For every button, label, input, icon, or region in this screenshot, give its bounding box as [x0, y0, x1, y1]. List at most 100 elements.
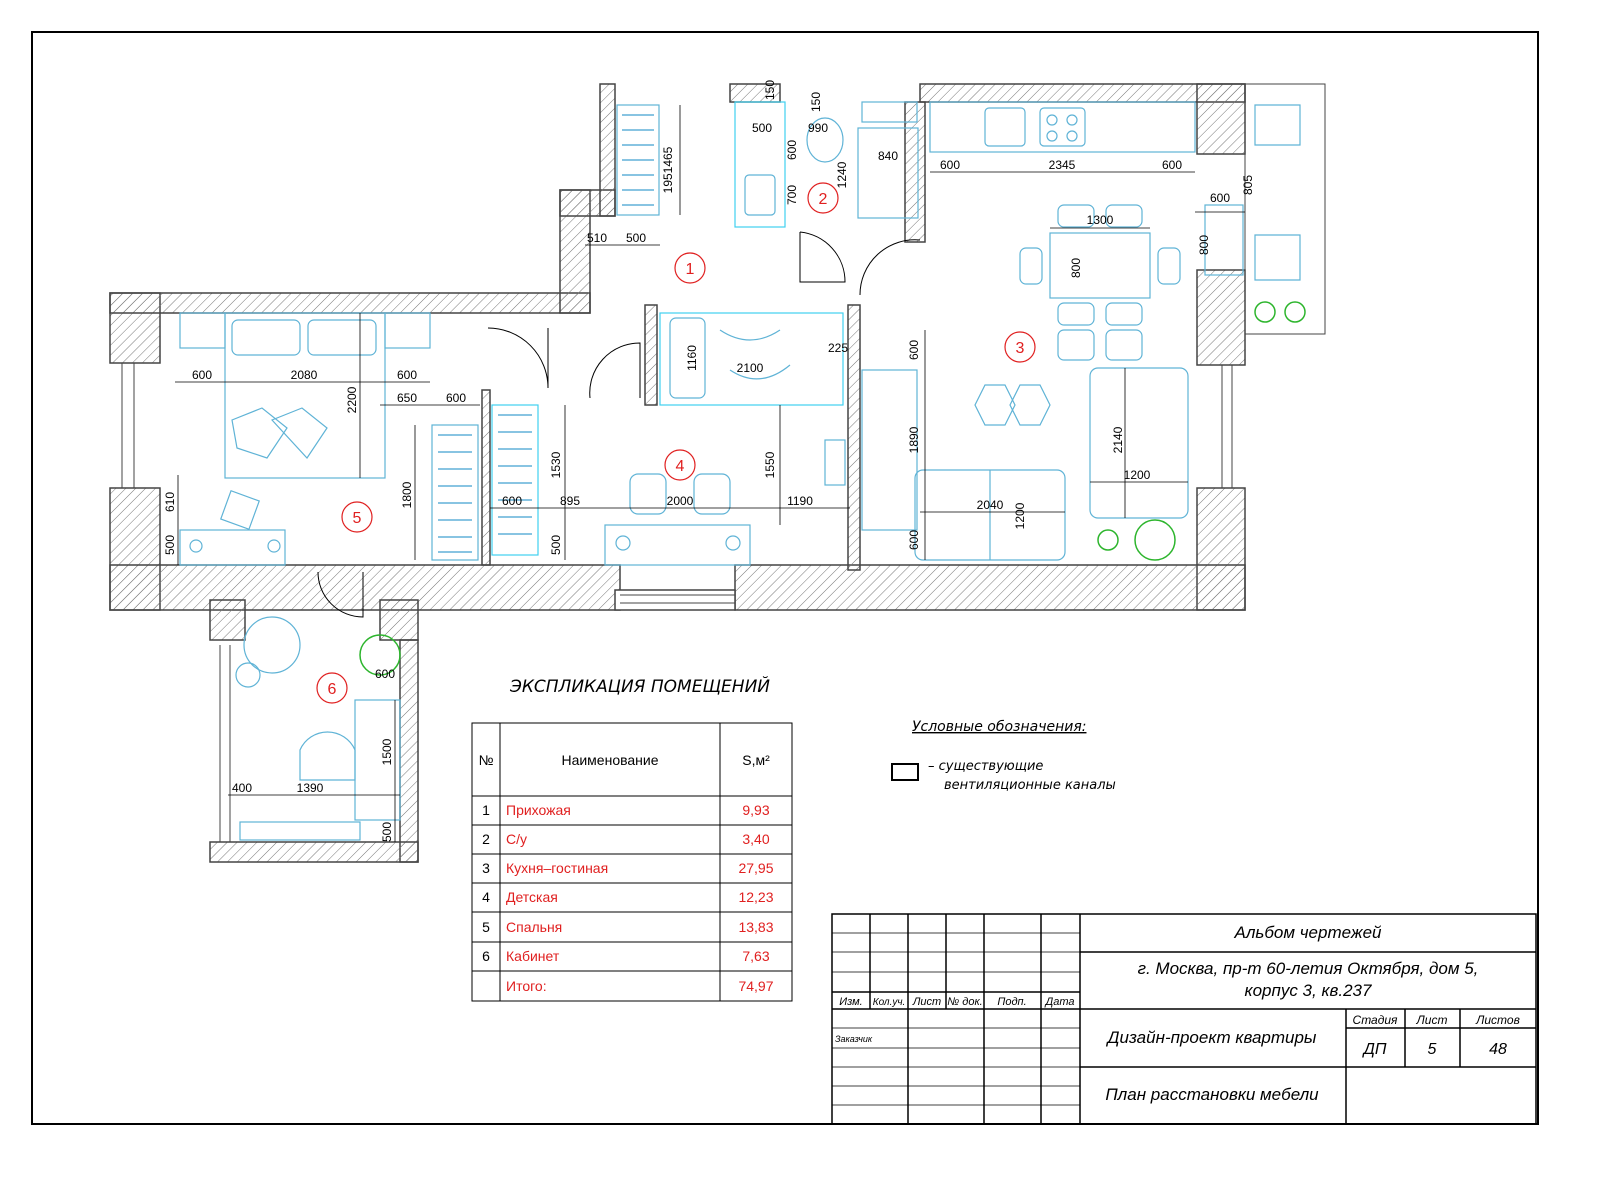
dim-living-1890: 1890: [907, 426, 921, 453]
dim-bath-500: 500: [752, 121, 772, 135]
explication-row-area: 13,83: [738, 919, 773, 935]
stamp-h-doc: № док.: [947, 996, 982, 1008]
stamp-h-izm: Изм.: [839, 996, 862, 1008]
sheet-frame: [31, 31, 1539, 1125]
legend-line-1: – существующие: [928, 759, 1043, 774]
dining-table: [1049, 232, 1151, 299]
dim-kitchen-600a: 600: [940, 158, 960, 172]
stamp-sheet-title: План расстановки мебели: [1105, 1085, 1319, 1104]
dim-table-1300: 1300: [1087, 213, 1114, 227]
dim-bed-650: 650: [397, 391, 417, 405]
explication-row-num: 2: [482, 831, 490, 847]
dim-bath-150b: 150: [809, 92, 823, 112]
explication-row-area: 7,63: [742, 948, 769, 964]
stamp-h-date: Дата: [1043, 996, 1074, 1008]
dim-kids-225: 225: [828, 341, 848, 355]
stamp-h-kol: Кол.уч.: [873, 997, 906, 1008]
dim-hall-510: 510: [587, 231, 607, 245]
dim-bath-840: 840: [878, 149, 898, 163]
doors: [317, 231, 921, 618]
explication-row-area: 12,23: [738, 889, 773, 905]
dim-study-600: 600: [375, 667, 395, 681]
explication-header-name: Наименование: [561, 752, 658, 768]
dim-bath-990: 990: [808, 121, 828, 135]
explication-row-area: 27,95: [738, 860, 773, 876]
stamp-address-1: г. Москва, пр-т 60-летия Октября, дом 5,: [1138, 959, 1479, 978]
room-number-5: 5: [353, 510, 362, 527]
bed: [224, 312, 386, 479]
dim-study-1500: 1500: [380, 738, 394, 765]
dim-bed-600a: 600: [192, 368, 212, 382]
windows: [121, 83, 1326, 842]
legend-line-2: вентиляционные каналы: [944, 778, 1116, 793]
explication-row-num: 1: [482, 802, 490, 818]
dim-living-600b: 600: [907, 530, 921, 550]
dim-loggia-600: 600: [1210, 191, 1230, 205]
explication-row-name: Кабинет: [506, 948, 560, 964]
explication-row-name: Детская: [506, 889, 558, 905]
stamp-album: Альбом чертежей: [1234, 923, 1383, 942]
title-block-grid: [832, 932, 1080, 1106]
room-markers: [316, 182, 1036, 704]
explication-total-area: 74,97: [738, 978, 773, 994]
explication-table: [471, 722, 793, 1002]
dim-study-400: 400: [232, 781, 252, 795]
dim-kids-1530: 1530: [549, 451, 563, 478]
explication-row-name: Прихожая: [506, 802, 571, 818]
explication-row-name: С/у: [506, 831, 527, 847]
nightstand-right: [384, 312, 431, 349]
dim-kids-1550: 1550: [763, 451, 777, 478]
dim-loggia-800: 800: [1197, 235, 1211, 255]
explication-header-area: S,м²: [742, 752, 770, 768]
dim-loggia-805: 805: [1241, 175, 1255, 195]
dim-kids-500: 500: [549, 535, 563, 555]
stamp-address-2: корпус 3, кв.237: [1245, 981, 1372, 1000]
explication-header-num: №: [478, 752, 493, 768]
wardrobe-hangers: [438, 114, 654, 553]
legend-title: Условные обозначения:: [912, 719, 1086, 735]
dim-bath-150a: 150: [763, 80, 777, 100]
explication-row-num: 4: [482, 889, 490, 905]
dim-kitchen-600b: 600: [1162, 158, 1182, 172]
dim-study-500: 500: [380, 822, 394, 842]
dim-sofa-1200b: 1200: [1013, 502, 1027, 529]
dim-kids-1190: 1190: [787, 494, 813, 508]
dim-bed-610: 610: [163, 492, 177, 512]
dim-kids-2100: 2100: [737, 361, 764, 375]
explication-row-area: 3,40: [742, 831, 769, 847]
dim-kids-895: 895: [560, 494, 580, 508]
dim-bed-1800: 1800: [400, 481, 414, 508]
explication-row-name: Спальня: [506, 919, 562, 935]
room-number-3: 3: [1016, 340, 1025, 357]
stamp-stage-label: Стадия: [1353, 1013, 1399, 1027]
dim-bath-1240: 1240: [835, 161, 849, 188]
explication-row-num: 3: [482, 860, 490, 876]
dimension-lines: [175, 105, 1245, 842]
dim-kids-1160: 1160: [685, 345, 699, 371]
furniture: [179, 101, 1301, 841]
explication-total-label: Итого:: [506, 978, 547, 994]
stamp-h-list: Лист: [912, 996, 941, 1008]
stamp-sheet-label: Лист: [1416, 1013, 1448, 1027]
dim-sofa-2140: 2140: [1111, 426, 1125, 453]
title-block: [831, 913, 1537, 1125]
dim-bed-2080: 2080: [291, 368, 318, 382]
stamp-project: Дизайн-проект квартиры: [1106, 1028, 1317, 1047]
plants: [359, 301, 1306, 676]
dim-bed-600c: 600: [446, 391, 466, 405]
dim-kids-600: 600: [502, 494, 522, 508]
dim-kids-2000: 2000: [667, 494, 694, 508]
room-number-1: 1: [686, 261, 695, 278]
dim-table-800: 800: [1069, 258, 1083, 278]
walls: [109, 83, 1246, 863]
dim-kitchen-2345: 2345: [1049, 158, 1076, 172]
stamp-stage: ДП: [1362, 1041, 1387, 1058]
dim-bed-600b: 600: [397, 368, 417, 382]
stamp-h-podp: Подп.: [997, 996, 1026, 1008]
explication-title: ЭКСПЛИКАЦИЯ ПОМЕЩЕНИЙ: [509, 675, 770, 697]
explication-row-num: 6: [482, 948, 490, 964]
stamp-sheets: 48: [1489, 1041, 1507, 1058]
room-number-4: 4: [676, 458, 685, 475]
room-number-6: 6: [328, 681, 337, 698]
